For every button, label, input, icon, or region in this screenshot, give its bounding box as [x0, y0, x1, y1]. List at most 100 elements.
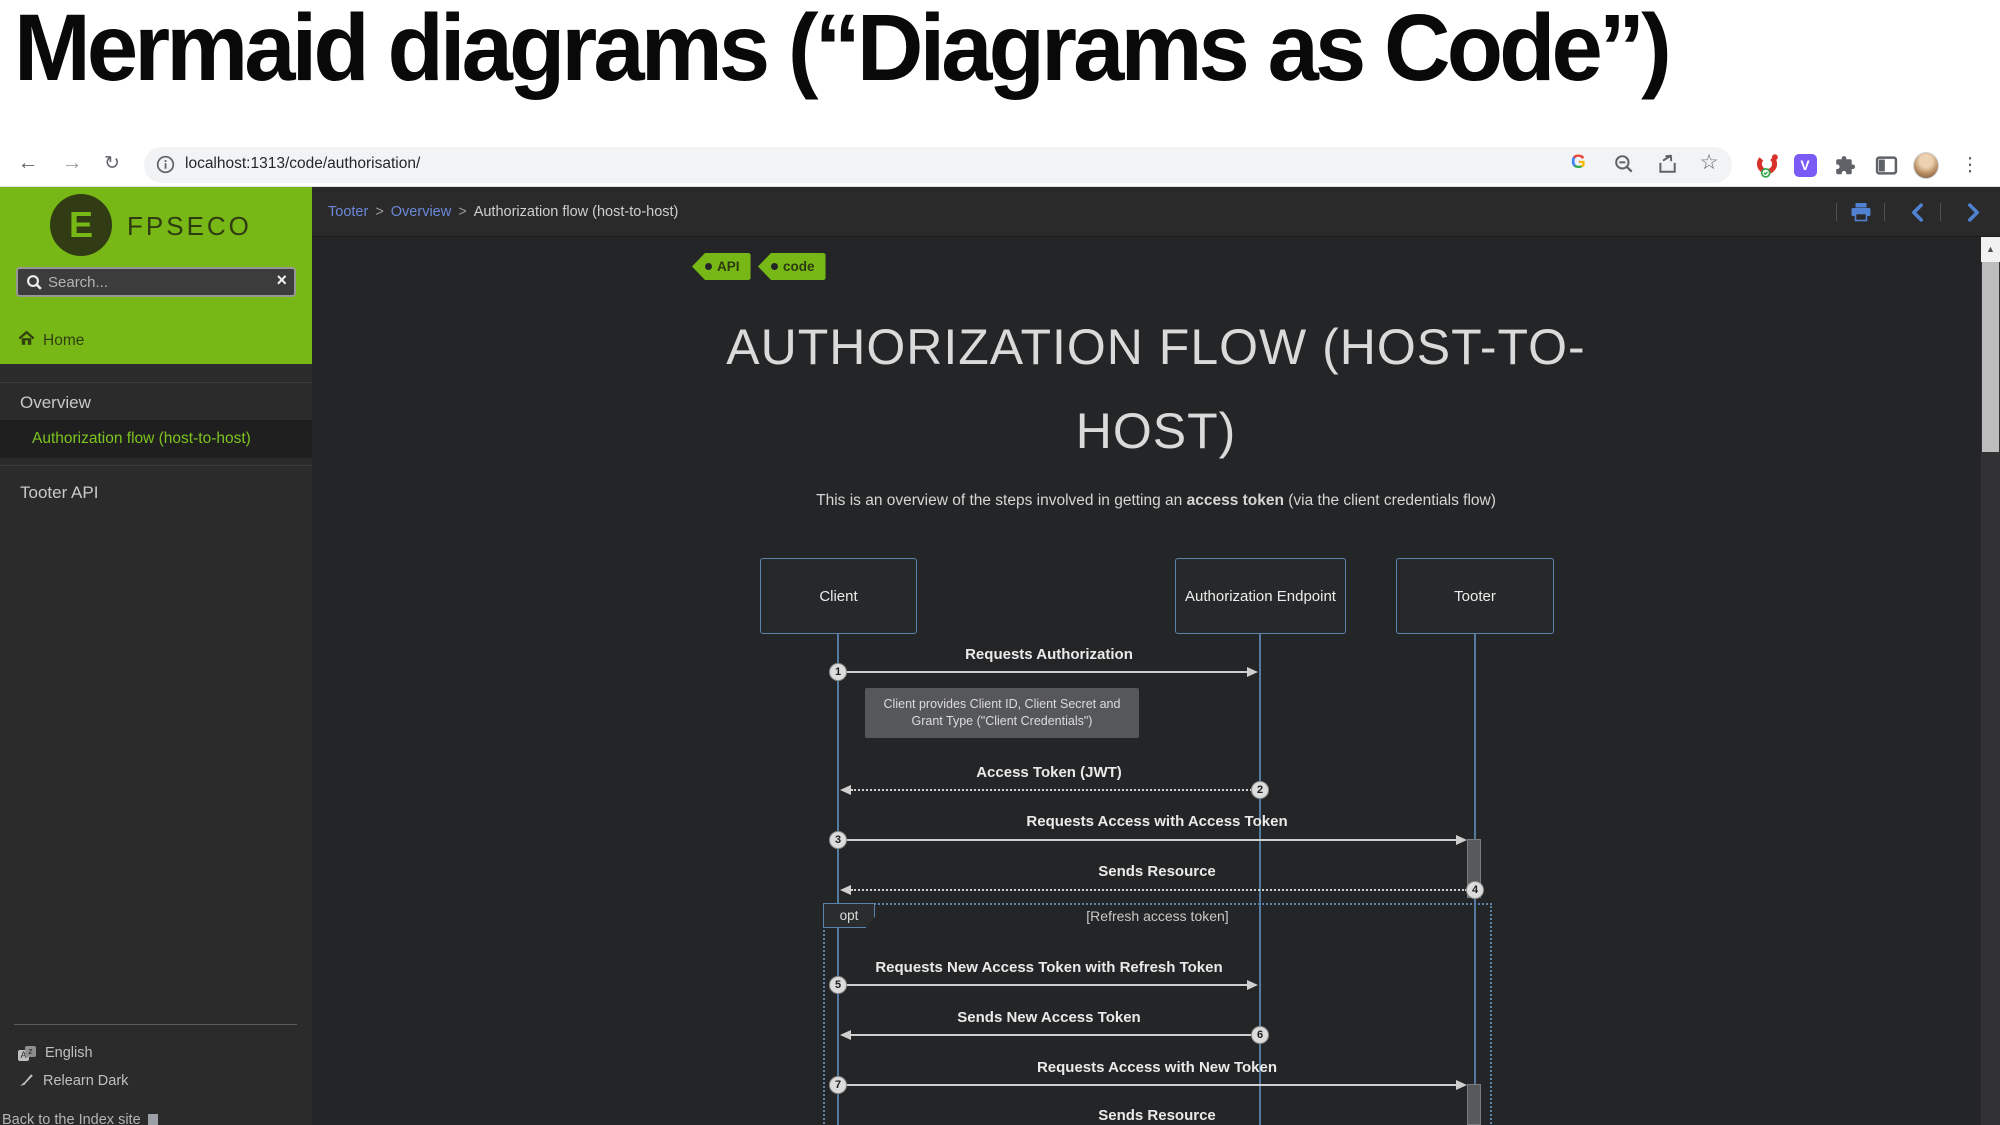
- content-topbar: Tooter > Overview > Authorization flow (…: [312, 187, 2000, 237]
- share-icon[interactable]: [1656, 153, 1680, 177]
- description-bold: access token: [1186, 492, 1284, 509]
- message-arrow: [840, 839, 1458, 841]
- forward-icon[interactable]: →: [61, 151, 83, 174]
- back-to-index-label: Back to the Index site: [2, 1112, 141, 1125]
- message-arrow: [840, 671, 1249, 673]
- scrollbar-track[interactable]: ▲: [1981, 237, 2000, 1125]
- message-label: Sends Resource: [1098, 863, 1216, 880]
- message-number: 6: [1251, 1026, 1269, 1044]
- actor-tooter: Tooter: [1396, 558, 1554, 634]
- opt-fragment: opt [Refresh access token]: [823, 903, 1492, 1125]
- back-to-index-link[interactable]: Back to the Index site: [2, 1112, 158, 1125]
- divider: [14, 1024, 297, 1025]
- divider: [1940, 203, 1941, 221]
- breadcrumb-link-tooter[interactable]: Tooter: [328, 204, 369, 220]
- prev-page-chevron-icon[interactable]: [1904, 200, 1930, 224]
- sidebar: E FPSECO × Home Overview Authorization f…: [0, 187, 312, 1125]
- extensions-puzzle-icon[interactable]: [1831, 152, 1857, 178]
- breadcrumb-separator: >: [458, 204, 467, 220]
- url-text[interactable]: localhost:1313/code/authorisation/: [185, 155, 421, 172]
- address-bar[interactable]: localhost:1313/code/authorisation/ G ☆: [144, 147, 1732, 183]
- site-info-icon[interactable]: [156, 155, 180, 179]
- scrollbar-thumb[interactable]: [1982, 262, 1999, 452]
- sidebar-item-home[interactable]: Home: [18, 330, 84, 351]
- search-input[interactable]: [48, 269, 266, 295]
- lifeline-client: [837, 634, 839, 1125]
- arrowhead: [1456, 1080, 1467, 1090]
- message-label: Requests New Access Token with Refresh T…: [875, 959, 1223, 976]
- next-page-chevron-icon[interactable]: [1960, 200, 1986, 224]
- message-arrow: [840, 984, 1249, 986]
- lifeline-authorization-endpoint: [1259, 634, 1261, 1125]
- arrowhead: [840, 885, 851, 895]
- bookmark-star-icon[interactable]: ☆: [1699, 151, 1719, 174]
- browser-toolbar: ← → ↻ localhost:1313/code/authorisation/…: [0, 143, 2000, 187]
- reload-icon[interactable]: ↻: [104, 153, 120, 174]
- extension-v-icon[interactable]: V: [1792, 152, 1818, 178]
- sidebar-section-tooter-api[interactable]: Tooter API: [20, 483, 99, 502]
- breadcrumb-current: Authorization flow (host-to-host): [473, 204, 679, 220]
- zoom-out-icon[interactable]: [1613, 153, 1637, 177]
- message-label: Requests Access with New Token: [1036, 1059, 1278, 1076]
- search-icon: [26, 274, 43, 296]
- divider: [1836, 203, 1837, 221]
- activation-bar: [1467, 1084, 1481, 1125]
- tag-label: code: [783, 259, 815, 274]
- paintbrush-icon: [18, 1071, 34, 1091]
- checkbox-square[interactable]: [147, 1114, 158, 1125]
- search-clear-icon[interactable]: ×: [276, 270, 287, 290]
- print-button[interactable]: [1848, 200, 1874, 224]
- side-panel-icon[interactable]: [1873, 152, 1899, 178]
- divider: [0, 465, 312, 466]
- message-label: Access Token (JWT): [976, 764, 1122, 781]
- sidebar-section-overview[interactable]: Overview: [20, 393, 91, 412]
- actor-authorization-endpoint: Authorization Endpoint: [1175, 558, 1346, 634]
- site-frame: E FPSECO × Home Overview Authorization f…: [0, 187, 2000, 1125]
- breadcrumb-link-overview[interactable]: Overview: [390, 204, 452, 220]
- page-title: Mermaid diagrams (“Diagrams as Code”): [14, 0, 1672, 101]
- message-label: Requests Authorization: [965, 646, 1133, 663]
- arrowhead: [840, 785, 851, 795]
- theme-switch[interactable]: Relearn Dark: [18, 1071, 128, 1091]
- divider: [1884, 203, 1885, 221]
- message-number: 3: [829, 831, 847, 849]
- actor-client: Client: [760, 558, 917, 634]
- tag-api[interactable]: API: [692, 253, 751, 280]
- message-arrow: [851, 1034, 1259, 1036]
- message-number: 4: [1466, 881, 1484, 899]
- arrowhead: [1247, 667, 1258, 677]
- sidebar-header: E FPSECO × Home: [0, 187, 312, 364]
- opt-fragment-label: opt: [823, 903, 875, 928]
- brand-name: FPSECO: [127, 211, 252, 241]
- article-heading: AUTHORIZATION FLOW (HOST-TO-HOST): [726, 319, 1586, 459]
- main-content: Tooter > Overview > Authorization flow (…: [312, 187, 2000, 1125]
- tag-code[interactable]: code: [758, 253, 826, 280]
- message-label: Requests Access with Access Token: [1026, 813, 1288, 830]
- tag-hole: [705, 263, 712, 270]
- message-number: 2: [1251, 781, 1269, 799]
- slide-title-block: [0, 0, 2000, 143]
- google-logo-icon[interactable]: G: [1571, 152, 1586, 173]
- message-arrow: [840, 1084, 1458, 1086]
- arrowhead: [840, 1030, 851, 1040]
- divider: [0, 382, 312, 383]
- tag-label: API: [717, 259, 740, 274]
- scroll-up-arrow[interactable]: ▲: [1981, 237, 2000, 262]
- language-label: English: [45, 1045, 93, 1061]
- tag-hole: [771, 263, 778, 270]
- sidebar-item-authorization-flow[interactable]: Authorization flow (host-to-host): [0, 420, 312, 458]
- profile-avatar[interactable]: [1913, 151, 1939, 179]
- message-arrow: [851, 889, 1467, 891]
- browser-menu-kebab-icon[interactable]: ⋮: [1960, 154, 1980, 176]
- breadcrumb-separator: >: [375, 204, 384, 220]
- back-icon[interactable]: ←: [17, 151, 39, 174]
- site-logo[interactable]: E: [50, 194, 112, 256]
- logo-letter: E: [68, 204, 93, 245]
- message-number: 5: [829, 976, 847, 994]
- diagram-note: Client provides Client ID, Client Secret…: [865, 688, 1139, 738]
- message-number: 1: [829, 663, 847, 681]
- extension-q-icon[interactable]: [1754, 152, 1780, 178]
- search-box[interactable]: ×: [16, 267, 296, 297]
